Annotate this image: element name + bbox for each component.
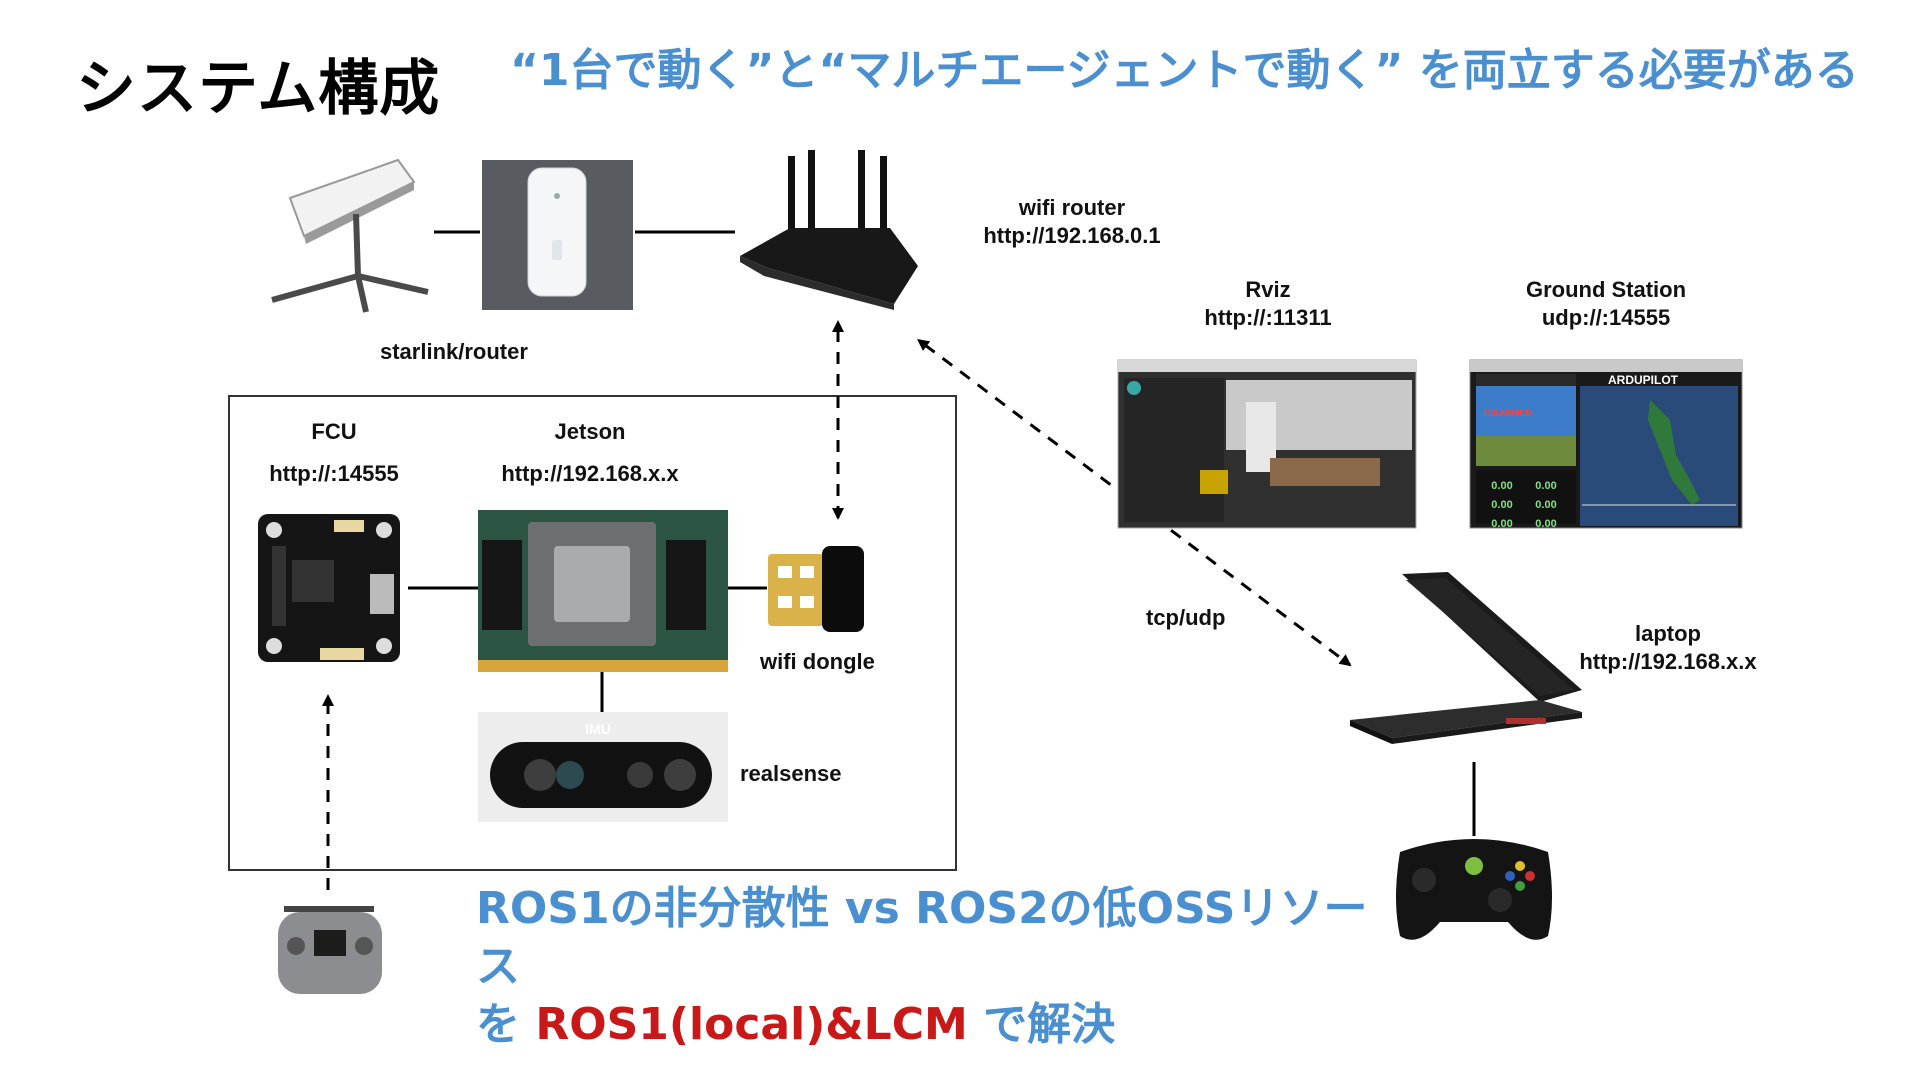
imu-label: IMU	[585, 721, 611, 737]
footer-line-2-prefix: を	[476, 999, 536, 1050]
jetson-address: http://192.168.x.x	[501, 461, 679, 486]
fcu-address: http://:14555	[269, 461, 399, 486]
jetson-module-icon	[478, 510, 728, 672]
fcu-name: FCU	[311, 419, 357, 444]
footer-line-2-suffix: で解決	[967, 999, 1116, 1050]
gamepad-icon	[1396, 839, 1552, 940]
gcs-readouts: 0.00 0.00 0.00 0.00 0.00 0.00	[1480, 474, 1572, 531]
page-subtitle: “1台で動く”と“マルチエージェントで動く” を両立する必要がある	[510, 45, 1859, 96]
gcs-readout: 0.00	[1535, 518, 1557, 530]
footer-line-2: を ROS1(local)&LCM で解決	[476, 996, 1376, 1054]
gcs-readout: 0.00	[1535, 480, 1557, 492]
wifi-router-address: http://192.168.0.1	[983, 223, 1161, 248]
page-title: システム構成	[76, 54, 441, 124]
rc-transmitter-icon	[278, 906, 382, 994]
ground-station-screenshot-icon	[1469, 359, 1743, 529]
wifi-dongle-icon	[768, 546, 864, 632]
footer-line-1: ROS1の非分散性 vs ROS2の低OSSリソース	[476, 883, 1368, 992]
laptop-address: http://192.168.x.x	[1579, 649, 1757, 674]
starlink-router-icon	[482, 160, 633, 310]
rviz-screenshot-icon	[1117, 359, 1417, 529]
rviz-name: Rviz	[1245, 277, 1291, 302]
gcs-readout: 0.00	[1491, 499, 1513, 511]
starlink-label: starlink/router	[380, 339, 528, 364]
laptop-name: laptop	[1635, 621, 1701, 646]
gcs-brand-text: ARDUPILOT	[1608, 373, 1678, 387]
gcs-readout: 0.00	[1491, 518, 1513, 530]
gcs-readout: 0.00	[1491, 480, 1513, 492]
realsense-camera-icon	[478, 712, 728, 822]
footer-highlight: ROS1(local)&LCM	[535, 999, 968, 1050]
jetson-name: Jetson	[554, 419, 626, 444]
wifi-dongle-label: wifi dongle	[760, 649, 875, 674]
wifi-router-icon	[740, 150, 918, 310]
starlink-dish-icon	[271, 158, 429, 313]
rviz-address: http://:11311	[1204, 305, 1332, 330]
fcu-board-icon	[258, 514, 400, 662]
ground-station-address: udp://:14555	[1541, 305, 1671, 330]
gcs-status-text: DISARMED	[1484, 408, 1533, 418]
wifi-router-name: wifi router	[1018, 195, 1126, 220]
footer-message: ROS1の非分散性 vs ROS2の低OSSリソース を ROS1(local)…	[476, 880, 1376, 1054]
laptop-icon	[1350, 572, 1582, 744]
realsense-label: realsense	[740, 761, 842, 786]
link-label: tcp/udp	[1146, 605, 1226, 630]
ground-station-name: Ground Station	[1525, 277, 1687, 302]
gcs-readout: 0.00	[1535, 499, 1557, 511]
